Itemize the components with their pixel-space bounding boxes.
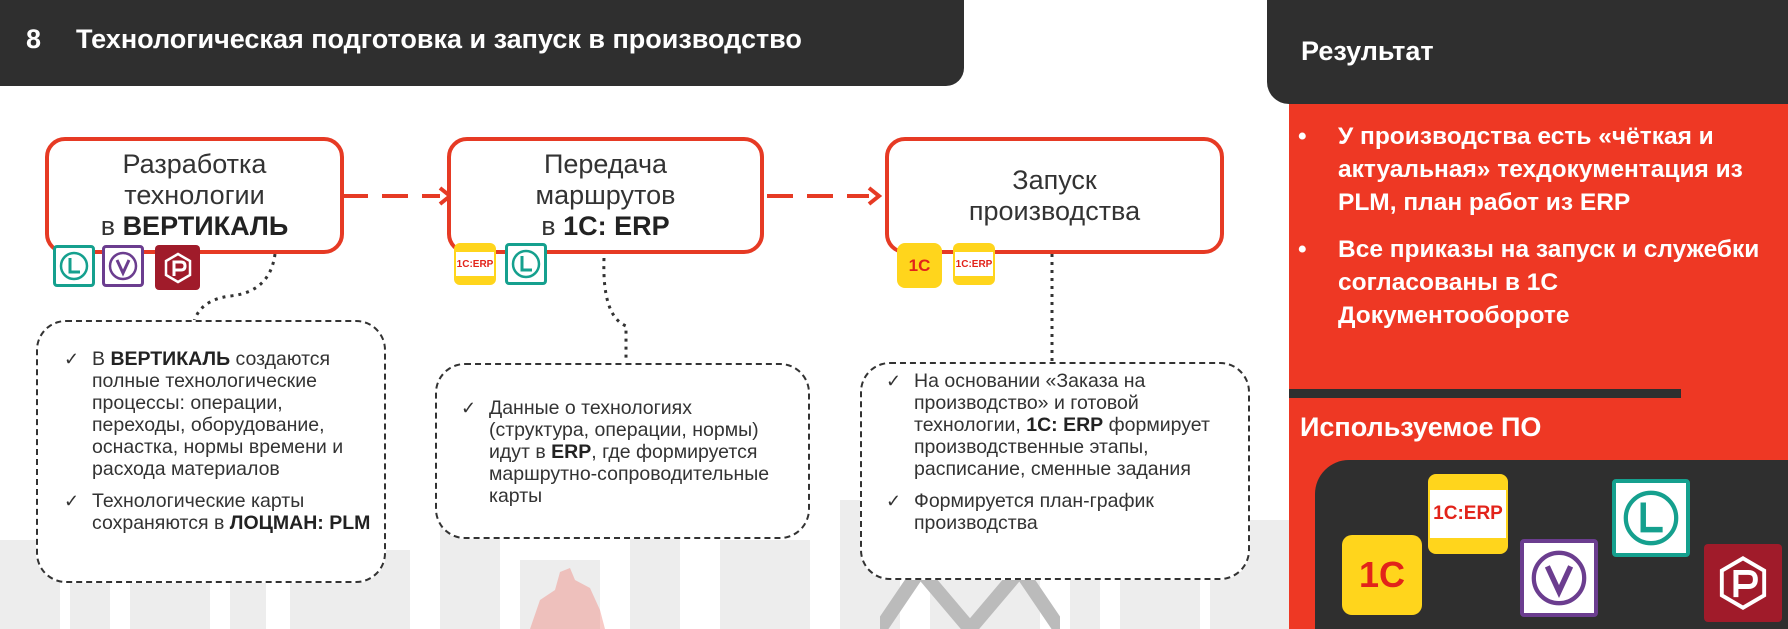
onec-logo-large-icon: 1С xyxy=(1342,535,1422,615)
software-title: Используемое ПО xyxy=(1300,412,1541,443)
slide-title: Технологическая подготовка и запуск в пр… xyxy=(76,24,802,55)
lotsman-logo-icon-2 xyxy=(505,243,547,285)
stage-routes-system: 1С: ERP xyxy=(563,211,670,241)
checkmark-icon: ✓ xyxy=(461,397,476,419)
note-routes-item-1: ✓ Данные о технологиях (структура, опера… xyxy=(457,397,794,507)
arrow-stage1-to-stage2 xyxy=(340,184,460,208)
result-divider xyxy=(1289,389,1681,398)
vertical-logo-icon xyxy=(102,245,144,287)
checkmark-icon: ✓ xyxy=(886,370,901,392)
title-bar: 8 Технологическая подготовка и запуск в … xyxy=(0,0,964,86)
arrow-stage2-to-stage3 xyxy=(765,184,890,208)
onec-logo-icon: 1С xyxy=(897,243,942,288)
result-header: Результат xyxy=(1267,0,1788,104)
stage-routes-line2: маршрутов xyxy=(536,180,676,211)
erp-logo-text-2: 1С:ERP xyxy=(955,252,993,276)
connector-stage2-note xyxy=(596,256,636,366)
stage-launch-line1: Запуск xyxy=(1012,165,1096,196)
stage-development-system: ВЕРТИКАЛЬ xyxy=(123,211,289,241)
note-routes: ✓ Данные о технологиях (структура, опера… xyxy=(435,363,810,539)
pilot-logo-large-icon xyxy=(1704,544,1782,622)
connector-stage3-note xyxy=(1046,252,1058,364)
slide-number: 8 xyxy=(26,24,41,55)
erp-logo-icon: 1С:ERP xyxy=(454,243,496,285)
pilot-logo-icon xyxy=(155,245,200,290)
erp-logo-icon-2: 1С:ERP xyxy=(953,243,995,285)
stage-box-routes: Передача маршрутов в 1С: ERP xyxy=(447,137,764,254)
erp-logo-large-text: 1С:ERP xyxy=(1430,490,1506,538)
stage-development-prefix: в xyxy=(101,211,115,241)
note-development: ✓ В ВЕРТИКАЛЬ создаются полные технологи… xyxy=(36,320,386,583)
horseman-statue-silhouette xyxy=(520,560,610,629)
note-development-item-2: ✓ Технологические карты сохраняются в ЛО… xyxy=(60,490,372,534)
lotsman-logo-large-icon xyxy=(1612,479,1690,557)
result-title: Результат xyxy=(1301,36,1434,67)
note-launch: ✓ На основании «Заказа на производство» … xyxy=(860,362,1250,580)
checkmark-icon: ✓ xyxy=(64,490,79,512)
note-launch-item-2: ✓ Формируется план-график производства xyxy=(882,490,1236,534)
stage-routes-prefix: в xyxy=(541,211,555,241)
stage-box-development: Разработка технологии в ВЕРТИКАЛЬ xyxy=(45,137,344,254)
result-item-1: У производства есть «чёткая и актуальная… xyxy=(1298,120,1788,219)
note-development-item-1: ✓ В ВЕРТИКАЛЬ создаются полные технологи… xyxy=(60,348,372,480)
note-launch-item-1: ✓ На основании «Заказа на производство» … xyxy=(882,370,1236,480)
result-list: У производства есть «чёткая и актуальная… xyxy=(1298,120,1788,346)
stage-development-line2: технологии xyxy=(124,180,264,211)
result-item-2: Все приказы на запуск и служебки согласо… xyxy=(1298,233,1788,332)
erp-logo-text: 1С:ERP xyxy=(456,252,494,276)
lotsman-logo-icon xyxy=(53,245,95,287)
stage-development-line1: Разработка xyxy=(123,149,267,180)
stage-launch-line2: производства xyxy=(969,196,1140,227)
checkmark-icon: ✓ xyxy=(886,490,901,512)
stage-routes-line1: Передача xyxy=(544,149,667,180)
stage-box-launch: Запуск производства xyxy=(885,137,1224,254)
vertical-logo-large-icon xyxy=(1520,539,1598,617)
checkmark-icon: ✓ xyxy=(64,348,79,370)
erp-logo-large-icon: 1С:ERP xyxy=(1428,474,1508,554)
